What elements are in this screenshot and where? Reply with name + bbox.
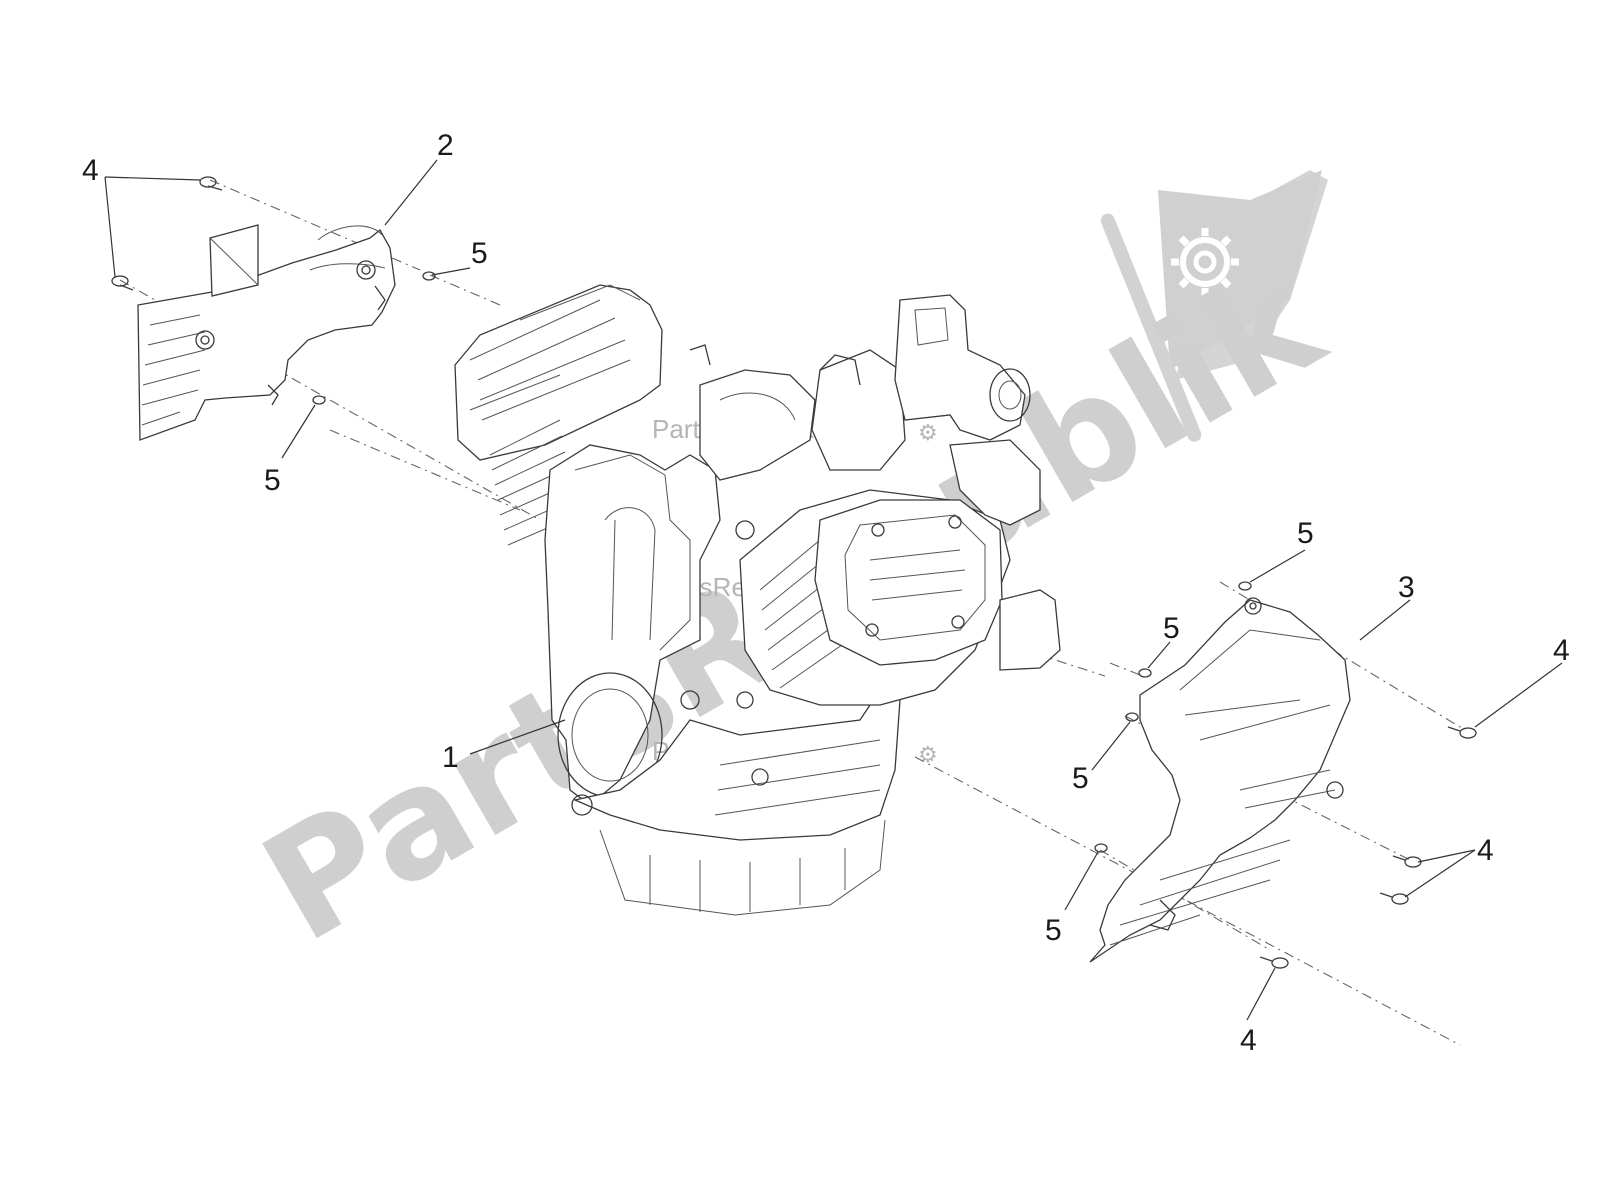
- callout-5: 5: [1163, 612, 1180, 645]
- screw-icon: [1379, 892, 1409, 905]
- callout-2: 2: [437, 129, 454, 162]
- screw-icon: [111, 275, 134, 291]
- callout-5: 5: [471, 237, 488, 270]
- gear-icon: ⚙: [918, 743, 938, 768]
- hardware: [111, 176, 1477, 969]
- nut-icon: [1138, 668, 1152, 678]
- callout-4: 4: [1553, 634, 1570, 667]
- callout-5: 5: [264, 464, 281, 497]
- callout-1: 1: [442, 741, 459, 774]
- screw-icon: [1447, 726, 1477, 739]
- gear-icon: ⚙: [918, 421, 938, 446]
- gear-flag-icon: [1171, 228, 1239, 296]
- callout-4: 4: [1477, 834, 1494, 867]
- nut-icon: [1094, 843, 1108, 853]
- callout-5: 5: [1297, 517, 1314, 550]
- part-3-right-cover: [1089, 597, 1351, 963]
- nut-icon: [312, 395, 326, 405]
- nut-icon: [422, 271, 436, 281]
- callouts: 4 2 5 5 1 5 3 5 4 5 4 5 4: [82, 129, 1570, 1057]
- callout-5: 5: [1072, 762, 1089, 795]
- callout-3: 3: [1398, 571, 1415, 604]
- cylinder-fins-left: [489, 419, 576, 546]
- screw-icon: [1259, 956, 1289, 969]
- screw-icon: [1392, 855, 1422, 868]
- screw-icon: [199, 176, 223, 191]
- callout-4: 4: [82, 154, 99, 187]
- nut-icon: [1125, 712, 1139, 722]
- callout-5: 5: [1045, 914, 1062, 947]
- part-1-engine: [454, 284, 1061, 916]
- leader-lines: [104, 159, 1563, 1021]
- callout-4: 4: [1240, 1024, 1257, 1057]
- nut-icon: [1238, 581, 1252, 591]
- watermark-logo: [1100, 170, 1328, 442]
- part-2-left-cover: [137, 224, 396, 441]
